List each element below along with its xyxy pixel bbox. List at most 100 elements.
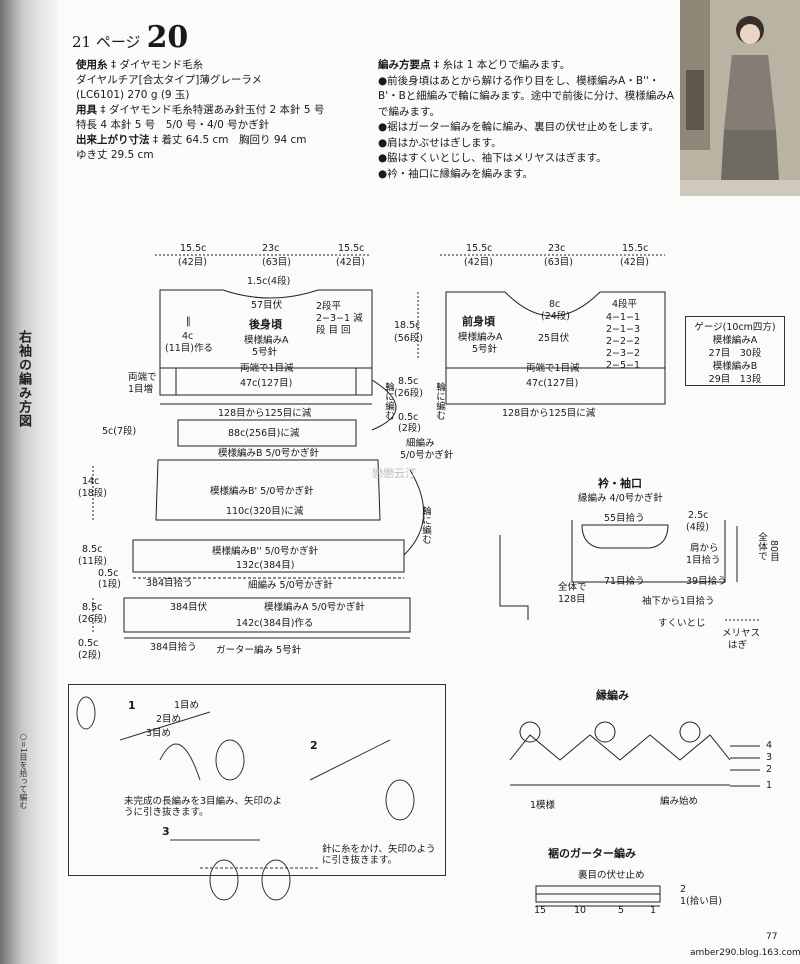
step-1: 1 bbox=[128, 699, 136, 712]
back-width: 47c(127目) bbox=[240, 378, 293, 389]
front-both-ends: 両端で1目減 bbox=[526, 363, 580, 374]
b3-rows: (11段) bbox=[78, 556, 108, 567]
hem-n1: 1 bbox=[650, 905, 657, 916]
page-number: 77 bbox=[766, 932, 778, 942]
b1-pattern: 模様編みB 5/0号かぎ針 bbox=[218, 448, 319, 459]
front-dec-3: 2−2−2 bbox=[606, 336, 641, 347]
edge-row-4: 4 bbox=[766, 740, 773, 751]
step-3: 3 bbox=[162, 825, 170, 838]
footer-url: amber290.blog.163.com bbox=[690, 948, 800, 958]
mid-h3s: (2段) bbox=[398, 423, 421, 434]
yarn-line2: ダイヤルチア[合太タイプ]薄グレーラメ bbox=[76, 74, 263, 86]
book-spine bbox=[0, 0, 58, 964]
hem-row-2: 2 bbox=[680, 884, 687, 895]
point-item-5: ●衿・袖口に縁編みを編みます。 bbox=[378, 167, 534, 180]
page-ref: 21 ページ bbox=[72, 33, 141, 51]
collar-shoulder2: 1目拾う bbox=[686, 555, 721, 566]
back-sts-2: (63目) bbox=[262, 257, 292, 268]
back-neck-bind: 57目伏 bbox=[251, 300, 283, 311]
gauge-l3: 模様編みB bbox=[712, 361, 758, 372]
collar-pick55: 55目拾う bbox=[604, 513, 645, 524]
edge-row-2: 2 bbox=[766, 764, 773, 775]
hem-row-1: 1(拾い目) bbox=[680, 896, 722, 907]
tools-label: 用具 bbox=[76, 104, 97, 116]
b4-rows: (26段) bbox=[78, 614, 108, 625]
gauge-box: ゲージ(10cm四方) 模様編みA 27目 30段 模様編みB 29目 13段 bbox=[685, 316, 785, 386]
collar-total80: 全体で bbox=[756, 532, 767, 561]
b3-h2s: (1段) bbox=[98, 579, 121, 590]
front-width-3: 15.5c bbox=[622, 243, 649, 254]
point-item-2: ●裾はガーター編みを輪に編み、裏目の伏せ止めをします。 bbox=[378, 121, 660, 133]
tools-line1: ダイヤモンド毛糸特選あみ針玉付 2 本針 5 号 bbox=[108, 104, 325, 116]
front-dec-2: 2−1−3 bbox=[606, 324, 641, 335]
points-intro: 糸は 1 本どりで編みます。 bbox=[442, 59, 571, 71]
pattern-number: 20 bbox=[146, 20, 189, 55]
b2-height: 14c bbox=[82, 476, 100, 487]
tools-line2: 特長 4 本針 5 号 5/0 号・4/0 号かぎ針 bbox=[76, 119, 270, 131]
front-neck: 8c bbox=[549, 299, 561, 310]
pick-1: 384目拾う bbox=[146, 578, 193, 589]
edge-repeat: 1模様 bbox=[530, 800, 556, 811]
mark-3: 3目め bbox=[146, 728, 172, 739]
edge-title: 縁編み bbox=[596, 689, 629, 702]
point-item-4: ●脇はすくいとじし、袖下はメリヤスはぎます。 bbox=[378, 152, 607, 164]
edge-start: 編み始め bbox=[660, 796, 699, 807]
back-mark: ‖ bbox=[186, 316, 191, 327]
garter-label: ガーター編み 5号針 bbox=[216, 645, 302, 656]
front-dec-1: 4−1−1 bbox=[606, 312, 641, 323]
back-dec-3: 段 目 回 bbox=[316, 325, 351, 336]
front-width: 47c(127目) bbox=[526, 378, 579, 389]
back-both-ends: 両端で1目減 bbox=[240, 363, 294, 374]
step-2: 2 bbox=[310, 739, 318, 752]
collar-total80b: 80目 bbox=[768, 540, 779, 562]
edge-row-1: 1 bbox=[766, 780, 773, 791]
hook-illustrations bbox=[76, 696, 415, 901]
collar-mer2: はぎ bbox=[728, 640, 748, 651]
mid-h1: 18.5c bbox=[394, 320, 421, 331]
collar-pick39: 39目拾う bbox=[686, 576, 727, 587]
collar-shoulder: 肩から bbox=[690, 543, 719, 554]
mark-2: 2目め bbox=[156, 714, 182, 725]
back-sts-1: (42目) bbox=[178, 257, 208, 268]
collar-sub: 縁編み 4/0号かぎ針 bbox=[578, 493, 663, 504]
b4-pattern: 模様編みA 5/0号かぎ針 bbox=[264, 602, 365, 613]
b3-width: 132c(384目) bbox=[236, 560, 295, 571]
gauge-l1: 模様編みA bbox=[712, 335, 758, 346]
b2-dec: 110c(320目)に減 bbox=[226, 506, 304, 517]
mid-h1s: (56段) bbox=[394, 333, 424, 344]
model-photo-figure bbox=[680, 0, 800, 196]
collar-total128b: 128目 bbox=[558, 594, 586, 605]
back-width-1: 15.5c bbox=[180, 243, 207, 254]
back-dec-total: 128目から125目に減 bbox=[218, 408, 312, 419]
yarn-label: 使用糸 bbox=[76, 59, 108, 71]
back-dec-2: 2−3−1 減 bbox=[316, 313, 363, 324]
page-header: 21 ページ 20 bbox=[72, 20, 188, 55]
front-dec-5: 2−5−1 bbox=[606, 360, 641, 371]
point-item-3: ●肩はかぶせはぎします。 bbox=[378, 136, 502, 149]
size-line1: 着丈 64.5 cm 胸回り 94 cm bbox=[161, 134, 307, 146]
hem-bind: 裏目の伏せ止め bbox=[578, 870, 645, 881]
b4-bind: 384目伏 bbox=[170, 602, 208, 613]
hook-text-1: 未完成の長編みを3目編み、矢印のように引き抜きます。 bbox=[124, 796, 283, 818]
back-neck-top: 1.5c(4段) bbox=[247, 276, 291, 287]
materials-block: 使用糸 ‡ ダイヤモンド毛糸 ダイヤルチア[合太タイプ]薄グレーラメ (LC61… bbox=[76, 58, 376, 163]
knitting-points: 編み方要点 ‡ 糸は 1 本どりで編みます。 ●前後身頃はあとから解ける作り目を… bbox=[378, 58, 678, 182]
b1-dec: 88c(256目)に減 bbox=[228, 428, 300, 439]
model-photo bbox=[680, 0, 800, 196]
back-width-3: 15.5c bbox=[338, 243, 365, 254]
b3-height: 8.5c bbox=[82, 544, 103, 555]
collar-scoop: すくいとじ bbox=[658, 618, 706, 629]
gauge-l2: 27目 30段 bbox=[708, 348, 762, 359]
mid-h3: 0.5c bbox=[398, 412, 419, 423]
back-inc-2: 1目増 bbox=[128, 384, 154, 395]
yarn-line1: ダイヤモンド毛糸 bbox=[119, 59, 204, 71]
front-dec-4: 2−3−2 bbox=[606, 348, 641, 359]
mid-h2s: (26段) bbox=[394, 388, 424, 399]
back-sts-3: (42目) bbox=[336, 257, 366, 268]
back-inc-1: 両端で bbox=[128, 372, 157, 383]
back-width-2: 23c bbox=[262, 243, 280, 254]
sc-hook: 5/0号かぎ針 bbox=[400, 450, 454, 461]
b4-height: 8.5c bbox=[82, 602, 103, 613]
point-item-1: ●前後身頃はあとから解ける作り目をし、模様編みA・B''・B'・Bと細編みで輪に… bbox=[378, 74, 674, 118]
